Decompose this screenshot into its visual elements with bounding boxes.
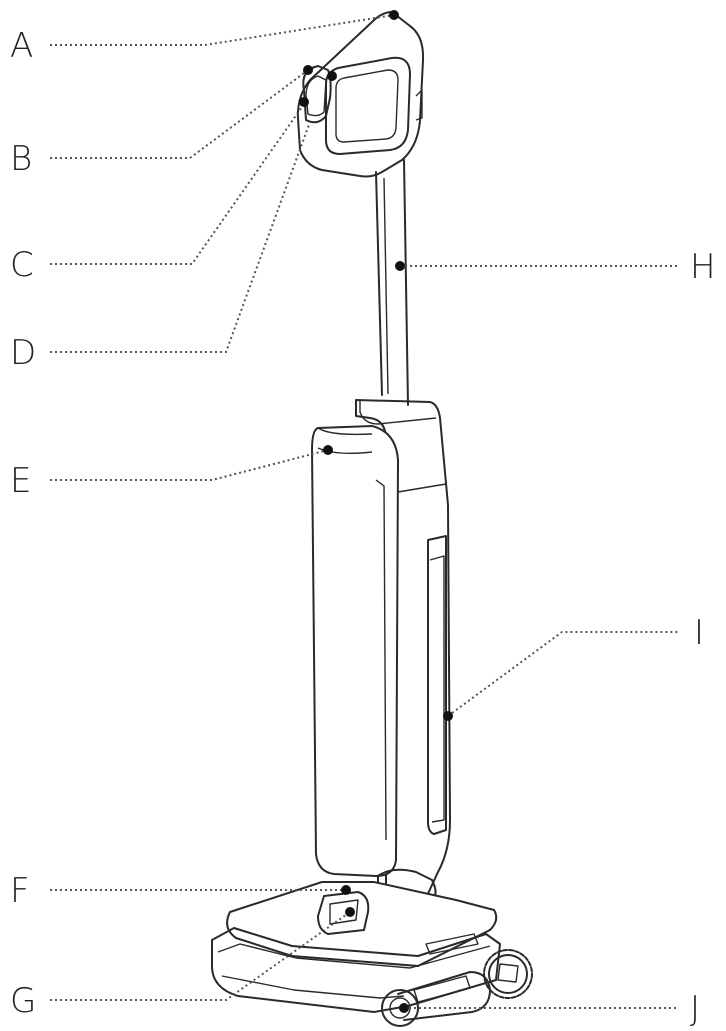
label-h: H — [690, 247, 716, 287]
label-i: I — [694, 613, 704, 653]
main-body — [355, 399, 451, 899]
marker-b-extra — [327, 71, 337, 81]
leader-e — [50, 449, 329, 481]
label-c: C — [10, 245, 34, 285]
rear-wheel — [483, 949, 533, 999]
marker-a — [389, 10, 399, 20]
marker-f — [341, 885, 351, 895]
marker-b — [303, 65, 313, 75]
leader-c — [50, 103, 305, 265]
marker-c — [299, 97, 309, 107]
extension-tube — [375, 159, 409, 406]
marker-g — [345, 907, 355, 917]
marker-j — [399, 1003, 409, 1013]
label-g: G — [10, 981, 36, 1021]
label-d: D — [10, 333, 36, 373]
clean-water-tank — [311, 425, 399, 877]
marker-i — [443, 711, 453, 721]
label-a: A — [10, 26, 33, 66]
wet-dry-vacuum-illustration — [211, 11, 533, 1027]
label-e: E — [10, 461, 31, 501]
floor-head — [211, 868, 501, 1013]
leader-d — [50, 121, 311, 353]
roller-brush — [381, 971, 491, 1027]
handle — [296, 11, 425, 178]
labels: A B C D E F G H I J — [10, 26, 716, 1029]
marker-e — [323, 445, 333, 455]
leader-a — [50, 14, 395, 46]
label-f: F — [10, 871, 30, 911]
marker-h — [395, 261, 405, 271]
label-b: B — [10, 139, 32, 179]
callouts — [50, 10, 680, 1013]
label-j: J — [690, 989, 700, 1029]
leader-g — [50, 911, 351, 1001]
leader-b — [50, 69, 309, 159]
leader-i — [447, 631, 680, 717]
